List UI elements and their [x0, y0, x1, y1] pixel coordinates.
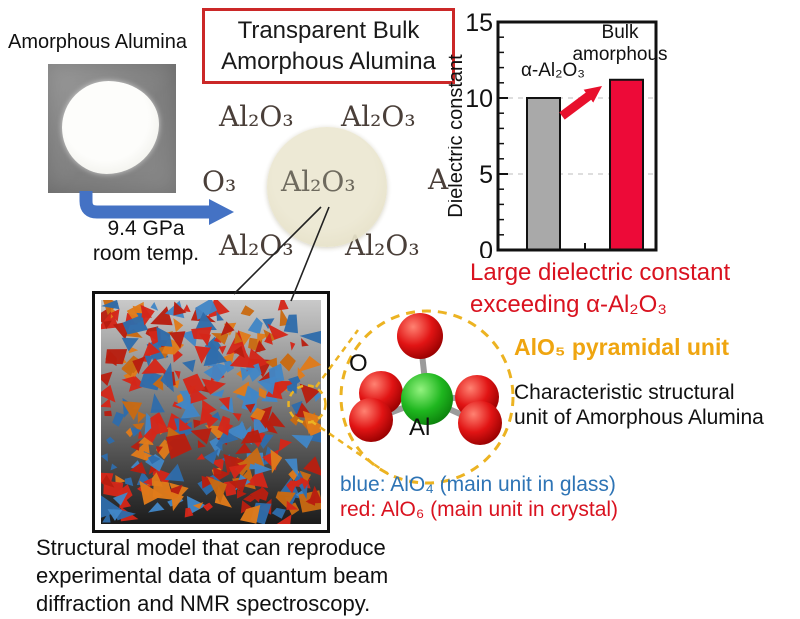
- title-line2: Amorphous Alumina: [221, 48, 436, 75]
- chart-ytick-label: 15: [465, 9, 493, 37]
- chart-bar-1: [609, 78, 644, 252]
- chart-ylabel: Dielectric constant: [448, 54, 467, 218]
- chart-ytick-label: 10: [465, 85, 493, 113]
- title-box: Transparent Bulk Amorphous Alumina: [202, 8, 455, 84]
- paper-formula: Al₂O₃: [219, 229, 294, 262]
- pressure-caption-line2: room temp.: [92, 242, 200, 265]
- chart-bar-label: Bulk: [602, 22, 639, 43]
- paper-formula: O₃: [202, 165, 237, 198]
- bonds: [369, 335, 482, 426]
- model-caption-line2: experimental data of quantum beam: [36, 563, 389, 588]
- oxygen-sphere: [349, 398, 393, 442]
- chart-ytick-label: 5: [479, 161, 493, 189]
- model-caption-line3: diffraction and NMR spectroscopy.: [36, 591, 371, 616]
- unit-desc-line2: unit of Amorphous Alumina: [514, 406, 764, 429]
- powder-blob: [62, 81, 159, 174]
- chart-bar-0: [526, 97, 561, 251]
- oxygen-sphere: [455, 375, 499, 419]
- pellet-formula: Al₂O₃: [281, 165, 356, 198]
- pressure-caption-line1: 9.4 GPa: [107, 217, 185, 240]
- oxygen-sphere: [458, 401, 502, 445]
- chart-frame: [496, 20, 658, 252]
- big-dashed-circle: [339, 309, 515, 485]
- photo-label: Amorphous Alumina: [8, 31, 187, 53]
- chart-caption-line2: exceeding α-Al₂O₃: [470, 291, 668, 318]
- aluminum-label: Al: [409, 414, 431, 441]
- structural-model-svg: [101, 300, 321, 524]
- oxygen-sphere: [397, 313, 443, 359]
- chart-annotation-arrow: [559, 86, 602, 120]
- title-line1: Transparent Bulk: [237, 17, 420, 44]
- model-caption: Structural model that can reproduce expe…: [36, 534, 388, 618]
- chart-ytick-label: 0: [479, 237, 493, 258]
- model-caption-line1: Structural model that can reproduce: [36, 535, 386, 560]
- oxygen-label: O: [349, 350, 368, 377]
- paper-formula: A: [428, 163, 449, 196]
- legend-red-alo6: red: AlO₆ (main unit in crystal): [340, 498, 619, 521]
- powder-photo: [48, 64, 176, 193]
- chart-caption-line1: Large dielectric constant: [470, 259, 731, 286]
- paper-formula: Al₂O₃: [219, 100, 294, 133]
- unit-title: AlO₅ pyramidal unit: [514, 334, 730, 360]
- chart-bar-label: amorphous: [572, 44, 667, 65]
- chart-bar-label: α-Al₂O₃: [521, 60, 585, 81]
- paper-formula: Al₂O₃: [341, 100, 416, 133]
- structural-model-box: [92, 291, 330, 533]
- legend-blue-alo4: blue: AlO₄ (main unit in glass): [340, 473, 616, 496]
- unit-desc-line1: Characteristic structural: [514, 381, 735, 404]
